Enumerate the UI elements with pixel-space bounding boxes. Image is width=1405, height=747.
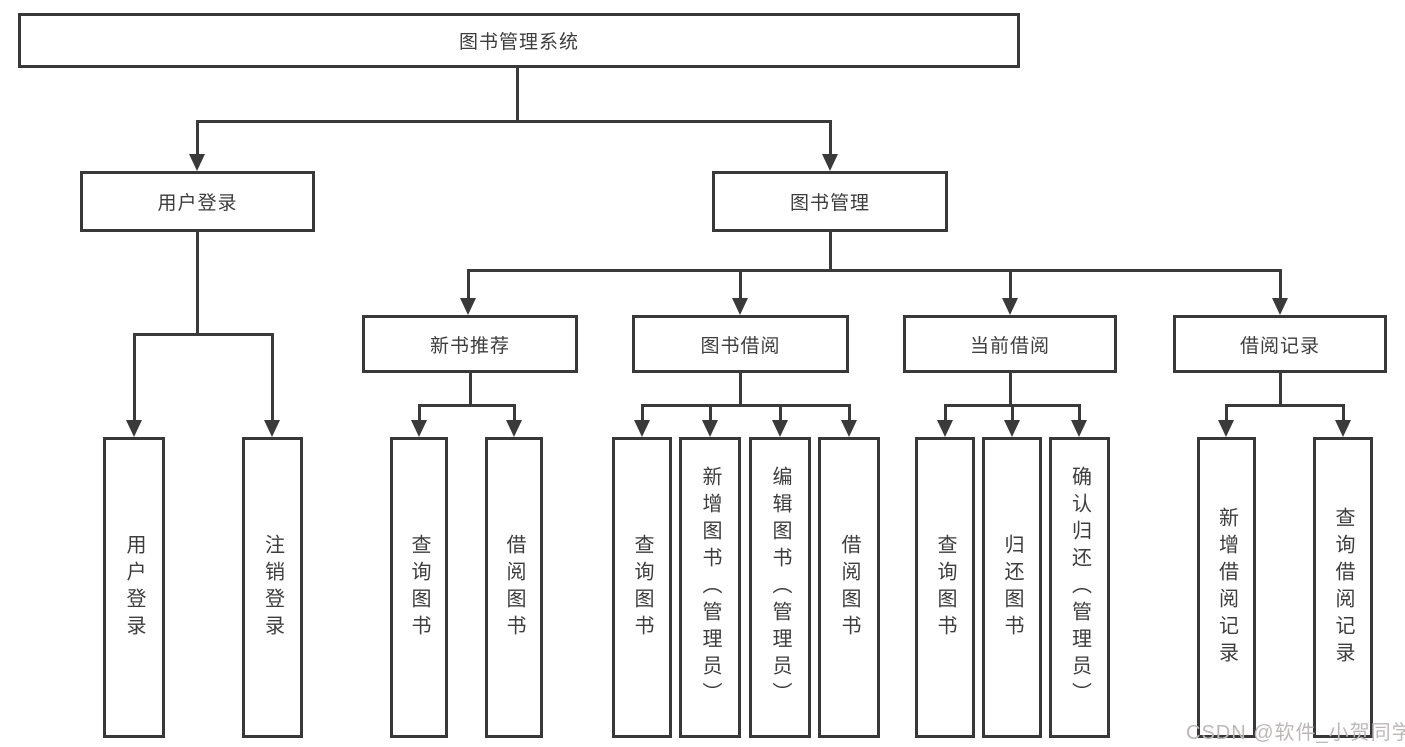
arrow-down-icon [772,420,788,437]
arrow-down-icon [1071,420,1087,437]
leaf-label: 查询图书 [631,533,653,642]
connector-line [418,404,516,407]
arrow-down-icon [634,420,650,437]
arrow-down-icon [126,420,142,437]
connector-line [1225,404,1228,422]
connector-line [196,230,199,336]
arrow-down-icon [822,154,838,171]
connector-line [739,269,742,301]
arrow-down-icon [264,420,280,437]
leaf-logout: 注销登录 [242,437,303,738]
node-current-borrowing: 当前借阅 [903,315,1117,373]
node-label: 用户登录 [157,193,238,214]
connector-line [1011,404,1014,422]
leaf-edit-books-admin: 编辑图书（管理员） [749,437,811,738]
leaf-confirm-return-admin: 确认归还（管理员） [1049,437,1110,738]
node-borrowing-records: 借阅记录 [1173,315,1387,373]
connector-line [196,120,199,158]
arrow-down-icon [841,420,857,437]
leaf-label: 新增借阅记录 [1215,506,1238,669]
leaf-label: 编辑图书（管理员） [769,466,791,709]
arrow-down-icon [702,420,718,437]
connector-line [641,404,644,422]
leaf-add-books-admin: 新增图书（管理员） [679,437,741,738]
node-new-book-recommend: 新书推荐 [362,315,578,373]
connector-line [133,333,274,336]
connector-line [1009,371,1012,407]
leaf-borrow-books: 借阅图书 [818,437,880,738]
node-label: 图书管理系统 [458,32,579,53]
leaf-label: 查询借阅记录 [1332,506,1354,669]
connector-line [516,66,519,122]
leaf-label: 注销登录 [261,533,284,642]
connector-line [467,269,470,301]
connector-line [709,404,712,422]
connector-line [1078,404,1081,422]
arrow-down-icon [1004,420,1020,437]
connector-line [271,333,274,421]
connector-line [829,230,832,272]
leaf-label: 借阅图书 [503,533,525,642]
connector-line [133,333,136,421]
leaf-user-login: 用户登录 [103,437,165,738]
node-label: 图书借阅 [700,335,781,357]
connector-line [739,371,742,407]
connector-line [1279,269,1282,301]
node-user-login: 用户登录 [80,171,315,232]
connector-line [513,404,516,422]
connector-line [1225,404,1344,407]
connector-line [469,371,472,407]
node-book-management: 图书管理 [712,171,948,232]
leaf-query-books-current: 查询图书 [915,437,975,738]
connector-line [944,404,947,422]
connector-line [467,269,1281,272]
leaf-label: 归还图书 [1001,533,1023,642]
arrow-down-icon [1272,298,1288,315]
arrow-down-icon [1335,420,1351,437]
leaf-query-books-borrowing: 查询图书 [612,437,672,738]
node-label: 新书推荐 [429,335,510,357]
connector-line [196,120,832,123]
leaf-borrow-books-recommend: 借阅图书 [485,437,543,738]
arrow-down-icon [1002,298,1018,315]
leaf-label: 确认归还（管理员） [1068,466,1091,709]
connector-line [1279,371,1282,407]
leaf-label: 新增图书（管理员） [699,466,721,709]
connector-line [418,404,421,422]
leaf-return-books: 归还图书 [982,437,1042,738]
connector-line [848,404,851,422]
node-label: 当前借阅 [969,335,1050,357]
csdn-watermark: CSDN @软件_小贺同学 [1186,722,1405,744]
arrow-down-icon [189,154,205,171]
arrow-down-icon [732,298,748,315]
leaf-label: 查询图书 [934,533,956,642]
leaf-query-borrow-record: 查询借阅记录 [1313,437,1373,738]
leaf-label: 查询图书 [408,533,430,642]
arrow-down-icon [460,298,476,315]
arrow-down-icon [411,420,427,437]
connector-line [829,120,832,158]
leaf-query-books-recommend: 查询图书 [390,437,448,738]
node-label: 图书管理 [789,193,870,214]
node-label: 借阅记录 [1239,335,1320,357]
leaf-label: 借阅图书 [838,533,860,642]
leaf-add-borrow-record: 新增借阅记录 [1197,437,1256,738]
arrow-down-icon [506,420,522,437]
arrow-down-icon [937,420,953,437]
connector-line [779,404,782,422]
node-book-borrowing: 图书借阅 [632,315,849,373]
connector-line [1342,404,1345,422]
connector-line [641,404,850,407]
leaf-label: 用户登录 [123,533,145,642]
node-library-management-system: 图书管理系统 [18,13,1020,68]
arrow-down-icon [1218,420,1234,437]
connector-line [1009,269,1012,301]
